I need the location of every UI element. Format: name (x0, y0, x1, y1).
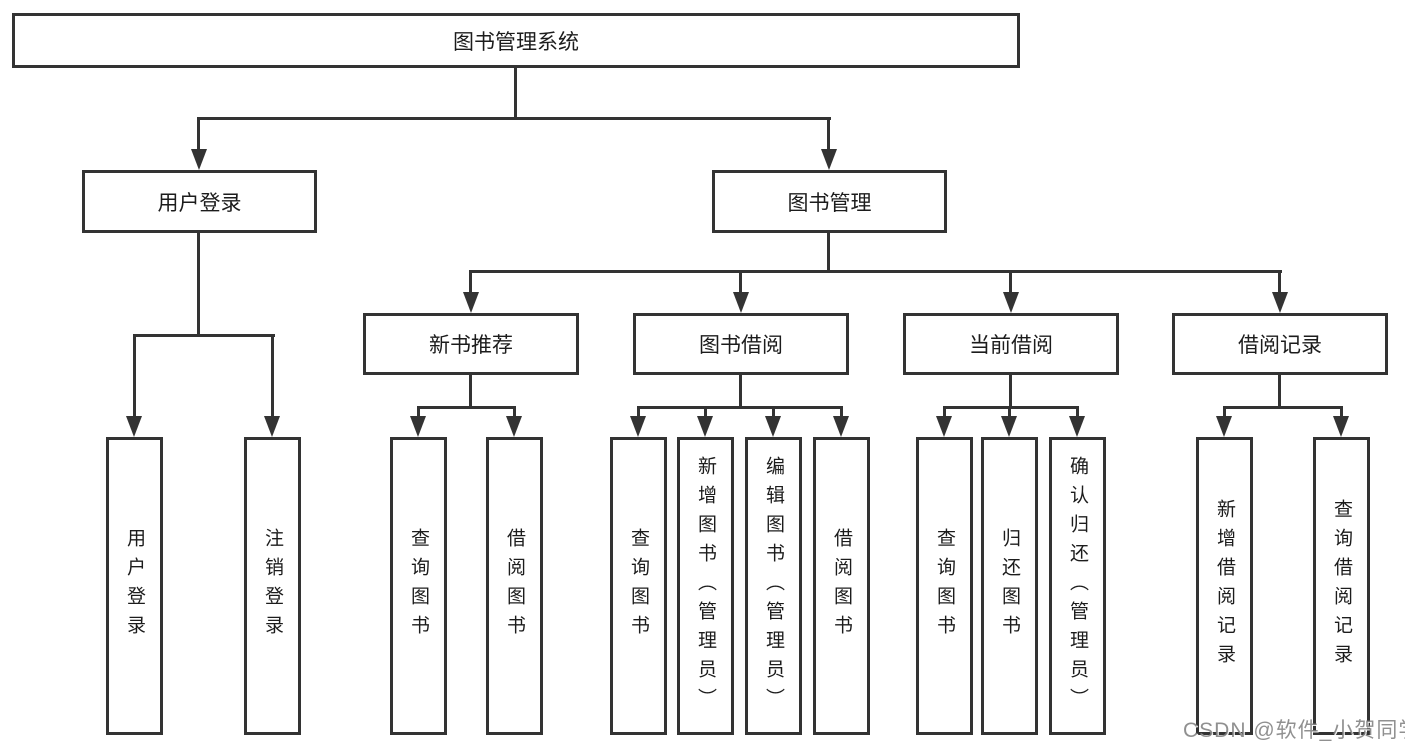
drop-line (133, 334, 136, 416)
node-root-library-system: 图书管理系统 (12, 13, 1020, 68)
drop-line (827, 117, 830, 150)
stem-line (469, 375, 472, 409)
stem-line (1009, 375, 1012, 409)
arrowhead-down-icon (765, 416, 781, 437)
arrowhead-down-icon (1003, 292, 1019, 313)
drop-line (772, 406, 775, 418)
drop-line (1008, 406, 1011, 418)
node-label: 查询图书 (934, 528, 955, 644)
node-label: 借阅图书 (504, 528, 525, 644)
node-label: 图书管理系统 (453, 30, 579, 54)
csdn-watermark: CSDN @软件_小贺同学 (1183, 719, 1405, 742)
stem-line (197, 233, 200, 337)
drop-line (1009, 270, 1012, 292)
drop-line (197, 117, 200, 150)
node-label: 用户登录 (157, 191, 242, 215)
leaf-borrow-books-recommend: 借阅图书 (486, 437, 543, 735)
drop-line (1278, 270, 1281, 292)
arrowhead-down-icon (126, 416, 142, 437)
node-book-borrow: 图书借阅 (633, 313, 849, 375)
stem-line (514, 68, 517, 119)
arrowhead-down-icon (1272, 292, 1288, 313)
rail-line (1223, 406, 1343, 409)
leaf-edit-book-admin: 编辑图书（管理员） (745, 437, 802, 735)
drop-line (1223, 406, 1226, 418)
node-label: 新书推荐 (429, 334, 513, 357)
drop-line (417, 406, 420, 418)
leaf-add-book-admin: 新增图书（管理员） (677, 437, 734, 735)
node-book-management: 图书管理 (712, 170, 947, 233)
stem-line (739, 375, 742, 409)
rail-line (417, 406, 516, 409)
arrowhead-down-icon (697, 416, 713, 437)
leaf-query-books-current: 查询图书 (916, 437, 973, 735)
stem-line (827, 232, 830, 273)
leaf-user-login: 用户登录 (106, 437, 163, 735)
drop-line (637, 406, 640, 418)
drop-line (840, 406, 843, 418)
arrowhead-down-icon (1069, 416, 1085, 437)
leaf-add-borrow-record: 新增借阅记录 (1196, 437, 1253, 735)
arrowhead-down-icon (191, 149, 207, 170)
arrowhead-down-icon (630, 416, 646, 437)
arrowhead-down-icon (833, 416, 849, 437)
node-new-book-recommend: 新书推荐 (363, 313, 579, 375)
arrowhead-down-icon (936, 416, 952, 437)
rail-line (943, 406, 1079, 409)
leaf-query-books-borrow: 查询图书 (610, 437, 667, 735)
drop-line (469, 270, 472, 292)
arrowhead-down-icon (1333, 416, 1349, 437)
node-user-login: 用户登录 (82, 170, 317, 233)
drop-line (943, 406, 946, 418)
node-label: 查询借阅记录 (1331, 499, 1352, 673)
drop-line (271, 334, 274, 416)
node-label: 确认归还（管理员） (1067, 455, 1088, 717)
node-label: 编辑图书（管理员） (763, 455, 784, 717)
leaf-confirm-return-admin: 确认归还（管理员） (1049, 437, 1106, 735)
leaf-query-books-recommend: 查询图书 (390, 437, 447, 735)
drop-line (1340, 406, 1343, 418)
drop-line (513, 406, 516, 418)
leaf-return-book: 归还图书 (981, 437, 1038, 735)
arrowhead-down-icon (1001, 416, 1017, 437)
drop-line (1076, 406, 1079, 418)
node-label: 归还图书 (999, 528, 1020, 644)
node-label: 图书借阅 (699, 334, 783, 357)
node-label: 借阅记录 (1238, 334, 1322, 357)
arrowhead-down-icon (264, 416, 280, 437)
arrowhead-down-icon (821, 149, 837, 170)
node-label: 用户登录 (124, 528, 145, 644)
rail-line (197, 117, 831, 120)
node-current-borrow: 当前借阅 (903, 313, 1119, 375)
rail-line (133, 334, 275, 337)
arrowhead-down-icon (506, 416, 522, 437)
node-label: 新增图书（管理员） (695, 455, 716, 717)
node-label: 查询图书 (628, 528, 649, 644)
drop-line (704, 406, 707, 418)
arrowhead-down-icon (410, 416, 426, 437)
leaf-logout: 注销登录 (244, 437, 301, 735)
arrowhead-down-icon (1216, 416, 1232, 437)
rail-line (469, 270, 1282, 273)
arrowhead-down-icon (463, 292, 479, 313)
leaf-borrow-books: 借阅图书 (813, 437, 870, 735)
drop-line (739, 270, 742, 292)
node-label: 图书管理 (787, 191, 872, 215)
node-label: 当前借阅 (969, 334, 1053, 357)
leaf-query-borrow-record: 查询借阅记录 (1313, 437, 1370, 735)
node-label: 查询图书 (408, 528, 429, 644)
stem-line (1278, 375, 1281, 409)
arrowhead-down-icon (733, 292, 749, 313)
node-label: 新增借阅记录 (1214, 499, 1235, 673)
rail-line (637, 406, 843, 409)
node-label: 注销登录 (262, 528, 283, 644)
node-borrow-records: 借阅记录 (1172, 313, 1388, 375)
node-label: 借阅图书 (831, 528, 852, 644)
